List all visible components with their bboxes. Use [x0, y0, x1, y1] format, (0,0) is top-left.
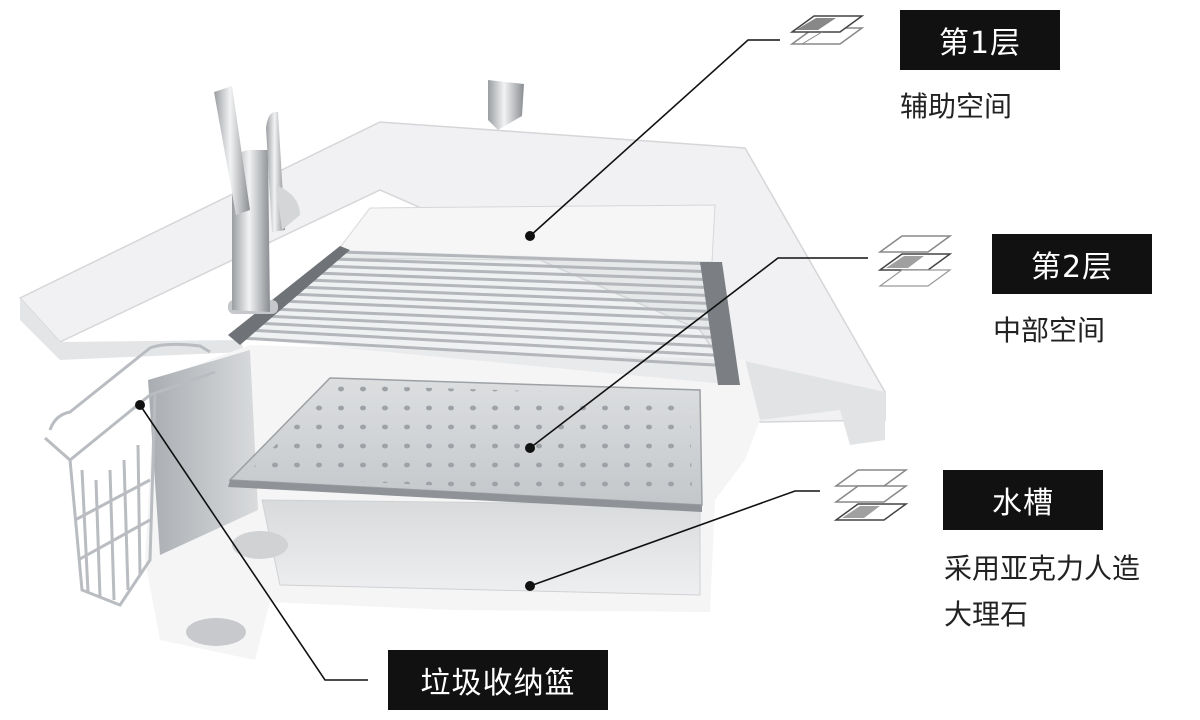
- sink-title-tag: 水槽: [943, 470, 1103, 530]
- tray-edge: [228, 480, 702, 512]
- sink-description-line1: 采用亚克力人造: [944, 552, 1141, 585]
- basin: [261, 499, 701, 596]
- drain-pipe: [186, 618, 246, 646]
- leader-dots: [135, 231, 535, 591]
- counter-right-edge: [740, 360, 885, 445]
- roll-rack: [228, 246, 740, 385]
- drain: [232, 531, 288, 559]
- inner-wall: [148, 350, 258, 555]
- leader-lines: [139, 39, 868, 681]
- layer2-description: 中部空间: [993, 314, 1106, 347]
- faucet: [214, 80, 524, 314]
- layer2-title-tag: 第2层: [992, 234, 1152, 294]
- garbage-basket: [44, 342, 216, 607]
- sink-description-line2: 大理石: [944, 598, 1029, 631]
- basket-title-tag: 垃圾收纳篮: [388, 650, 608, 710]
- layer1-description: 辅助空间: [900, 90, 1013, 123]
- layer-stack-icon: [877, 235, 953, 287]
- layer-stack-icon: [789, 15, 865, 45]
- layer1-title-tag: 第1层: [900, 10, 1060, 70]
- layer-stack-icon: [833, 469, 909, 521]
- perforated-tray-holes: [245, 385, 692, 498]
